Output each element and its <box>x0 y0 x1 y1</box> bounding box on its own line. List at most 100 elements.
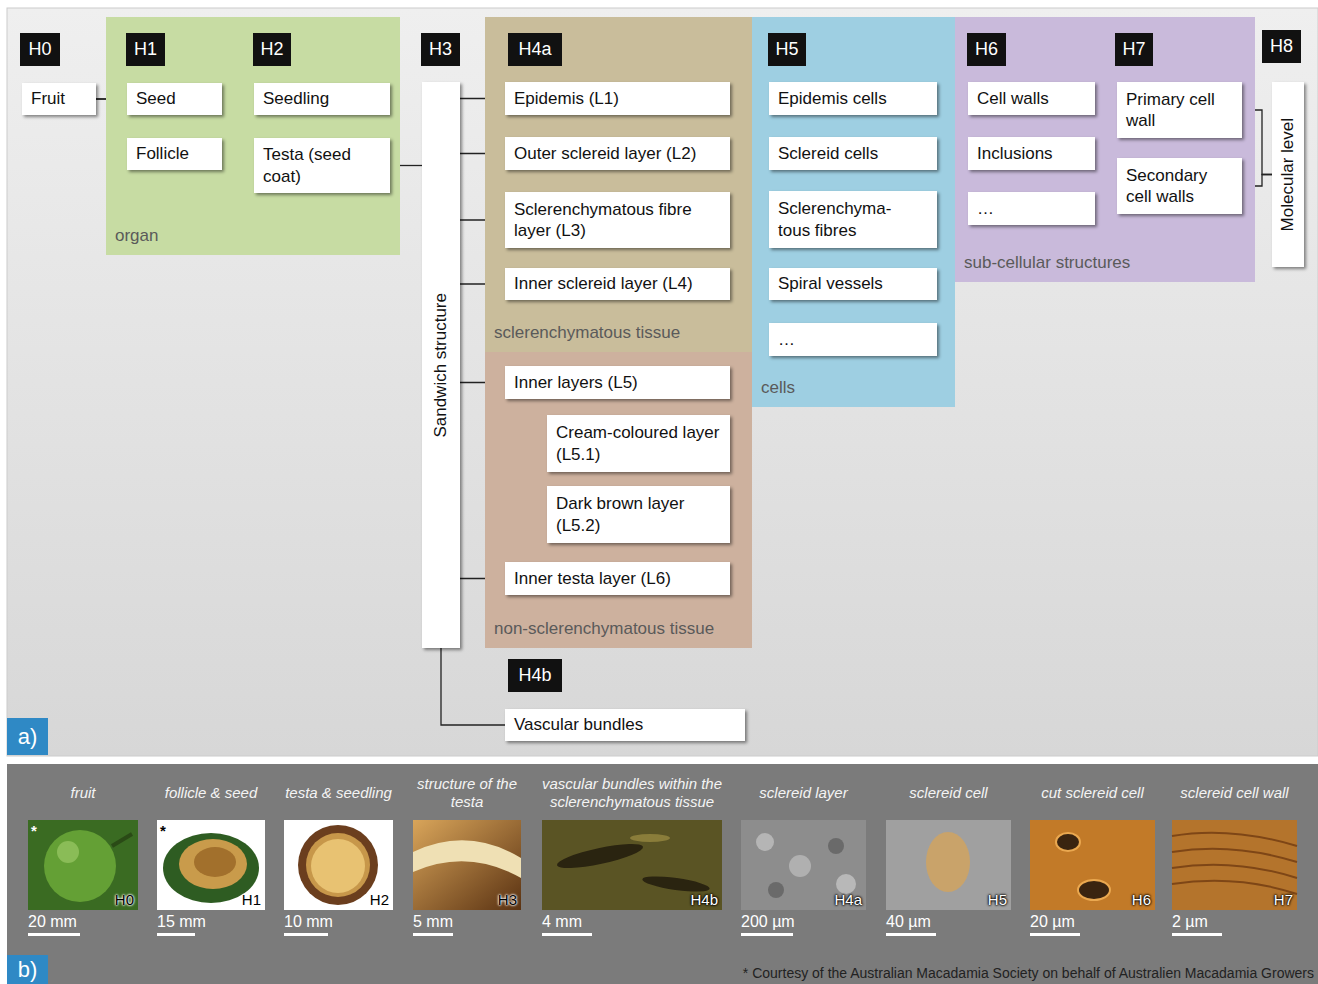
node-text: sclerenchymatous tissue <box>494 323 752 343</box>
structure-box: Epidemis (L1) <box>505 82 730 115</box>
image-tag-box: H4a <box>804 889 862 909</box>
scale-bar <box>413 933 453 936</box>
node-text: … <box>778 329 928 350</box>
panel-tag: a) <box>7 718 48 755</box>
scale-bar <box>1030 933 1080 936</box>
scale-label-box: 20 µm <box>1030 912 1130 932</box>
seedling-shape <box>311 839 365 893</box>
node-text: Inner layers (L5) <box>514 372 721 393</box>
structure-box: Fruit <box>22 83 96 115</box>
scale-label: 20 µm <box>1030 913 1075 931</box>
structure-box: Epidemis cells <box>769 82 937 115</box>
region-band: Inner layers (L5) Cream-coloured layer (L… <box>485 352 752 648</box>
wall-lamellae <box>1172 833 1297 894</box>
panel-b-ground <box>7 764 1318 984</box>
caption-box: follicle & seed <box>145 772 277 814</box>
testa-inner <box>306 833 370 897</box>
texture <box>828 838 844 854</box>
region-band: H6 H7Cell wallsInclusions … Primary cell wa… <box>955 17 1255 282</box>
photo-fruit <box>28 820 138 910</box>
caption: sclereid cell <box>909 784 987 802</box>
cell-lumen <box>1056 833 1080 851</box>
structure-box: Outer sclereid layer (L2) <box>505 137 730 170</box>
node-text: H4b <box>518 665 551 686</box>
level-tag: H5 <box>768 33 806 66</box>
image-tag-box: H7 <box>1235 889 1293 909</box>
structure-box: … <box>769 323 937 356</box>
caption: sclereid cell wall <box>1180 784 1288 802</box>
node-text: H6 <box>975 39 998 60</box>
caption-box: sclereid cell wall <box>1160 772 1309 814</box>
node-text: H4a <box>518 39 551 60</box>
scale-bar <box>157 933 195 936</box>
node-text: Sclerenchyma- tous fibres <box>778 198 928 241</box>
caption: sclereid layer <box>759 784 847 802</box>
scale-label: 15 mm <box>157 913 206 931</box>
seed-shape <box>194 847 236 877</box>
fruit-shape <box>44 830 116 902</box>
scale-bar <box>542 933 592 936</box>
node-text: Epidemis cells <box>778 88 928 109</box>
photo-vascular <box>542 820 722 910</box>
caption: follicle & seed <box>165 784 258 802</box>
structure-box: Testa (seed coat) <box>254 138 390 193</box>
scale-label-box: 15 mm <box>157 912 257 932</box>
node-text: b) <box>18 957 38 983</box>
node-text: Outer sclereid layer (L2) <box>514 143 721 164</box>
node-text: … <box>977 198 1086 219</box>
panel-a-ground <box>7 8 1318 756</box>
structure-box: Inner sclereid layer (L4) <box>505 268 730 300</box>
node-text: Cell walls <box>977 88 1086 109</box>
photo-testa-structure <box>413 820 521 910</box>
scale-bar <box>886 933 936 936</box>
caption: testa & seedling <box>285 784 392 802</box>
caption-box: structure of the testa <box>401 772 533 814</box>
image-tag: H2 <box>370 891 389 908</box>
structure-box: Inner layers (L5) <box>505 366 730 399</box>
scale-label-box: 2 µm <box>1172 912 1272 932</box>
photo-follicle <box>157 820 265 910</box>
texture <box>789 855 811 877</box>
node-text: Spiral vessels <box>778 273 928 294</box>
node-text: Primary cell wall <box>1126 89 1233 132</box>
structure-box: Sclerenchymatous fibre layer (L3) <box>505 192 730 248</box>
node-text: Seedling <box>263 88 381 109</box>
image-tag-box: H1 <box>203 889 261 909</box>
level-tag: H3 <box>421 33 460 66</box>
caption-box: testa & seedling <box>272 772 405 814</box>
structure-box: Spiral vessels <box>769 268 937 300</box>
scale-label-box: 40 µm <box>886 912 986 932</box>
region-band: H4aEpidemis (L1) Outer sclereid layer (L2… <box>485 17 752 352</box>
bundle-shape <box>555 839 644 873</box>
asterisk: * <box>31 822 37 839</box>
footnote: * Courtesy of the Australian Macadamia S… <box>743 965 1314 981</box>
bundle-highlight <box>630 834 670 842</box>
structure-box: Seedling <box>254 83 390 115</box>
scale-label: 4 mm <box>542 913 582 931</box>
vertical-box: Molecular level <box>1272 82 1304 267</box>
structure-box: Secondary cell walls <box>1117 158 1242 214</box>
structure-box: Inclusions <box>968 137 1095 170</box>
scale-label-box: 5 mm <box>413 912 513 932</box>
photo-testa <box>284 820 393 910</box>
structure-box: Cream-coloured layer (L5.1) <box>547 415 730 472</box>
vertical-box: Sandwich structure <box>422 82 460 648</box>
caption: structure of the testa <box>401 775 533 811</box>
scale-label: 5 mm <box>413 913 453 931</box>
structure-box: Sclerenchyma- tous fibres <box>769 191 937 248</box>
node-text: sub-cellular structures <box>964 253 1255 273</box>
scale-bar <box>28 933 80 936</box>
photo-sclereid-layer <box>741 820 866 910</box>
photo-cell-wall <box>1172 820 1297 910</box>
node-text: Inner sclereid layer (L4) <box>514 273 721 294</box>
node-text: Cream-coloured layer (L5.1) <box>556 422 721 465</box>
image-tag-box: H2 <box>331 889 389 909</box>
node-text: Sclereid cells <box>778 143 928 164</box>
scale-label-box: 20 mm <box>28 912 128 932</box>
node-text: H7 <box>1122 39 1145 60</box>
panel-tag: b) <box>7 955 48 984</box>
image-tag: H1 <box>242 891 261 908</box>
level-tag: H4a <box>508 33 562 66</box>
image-tag: H5 <box>988 891 1007 908</box>
